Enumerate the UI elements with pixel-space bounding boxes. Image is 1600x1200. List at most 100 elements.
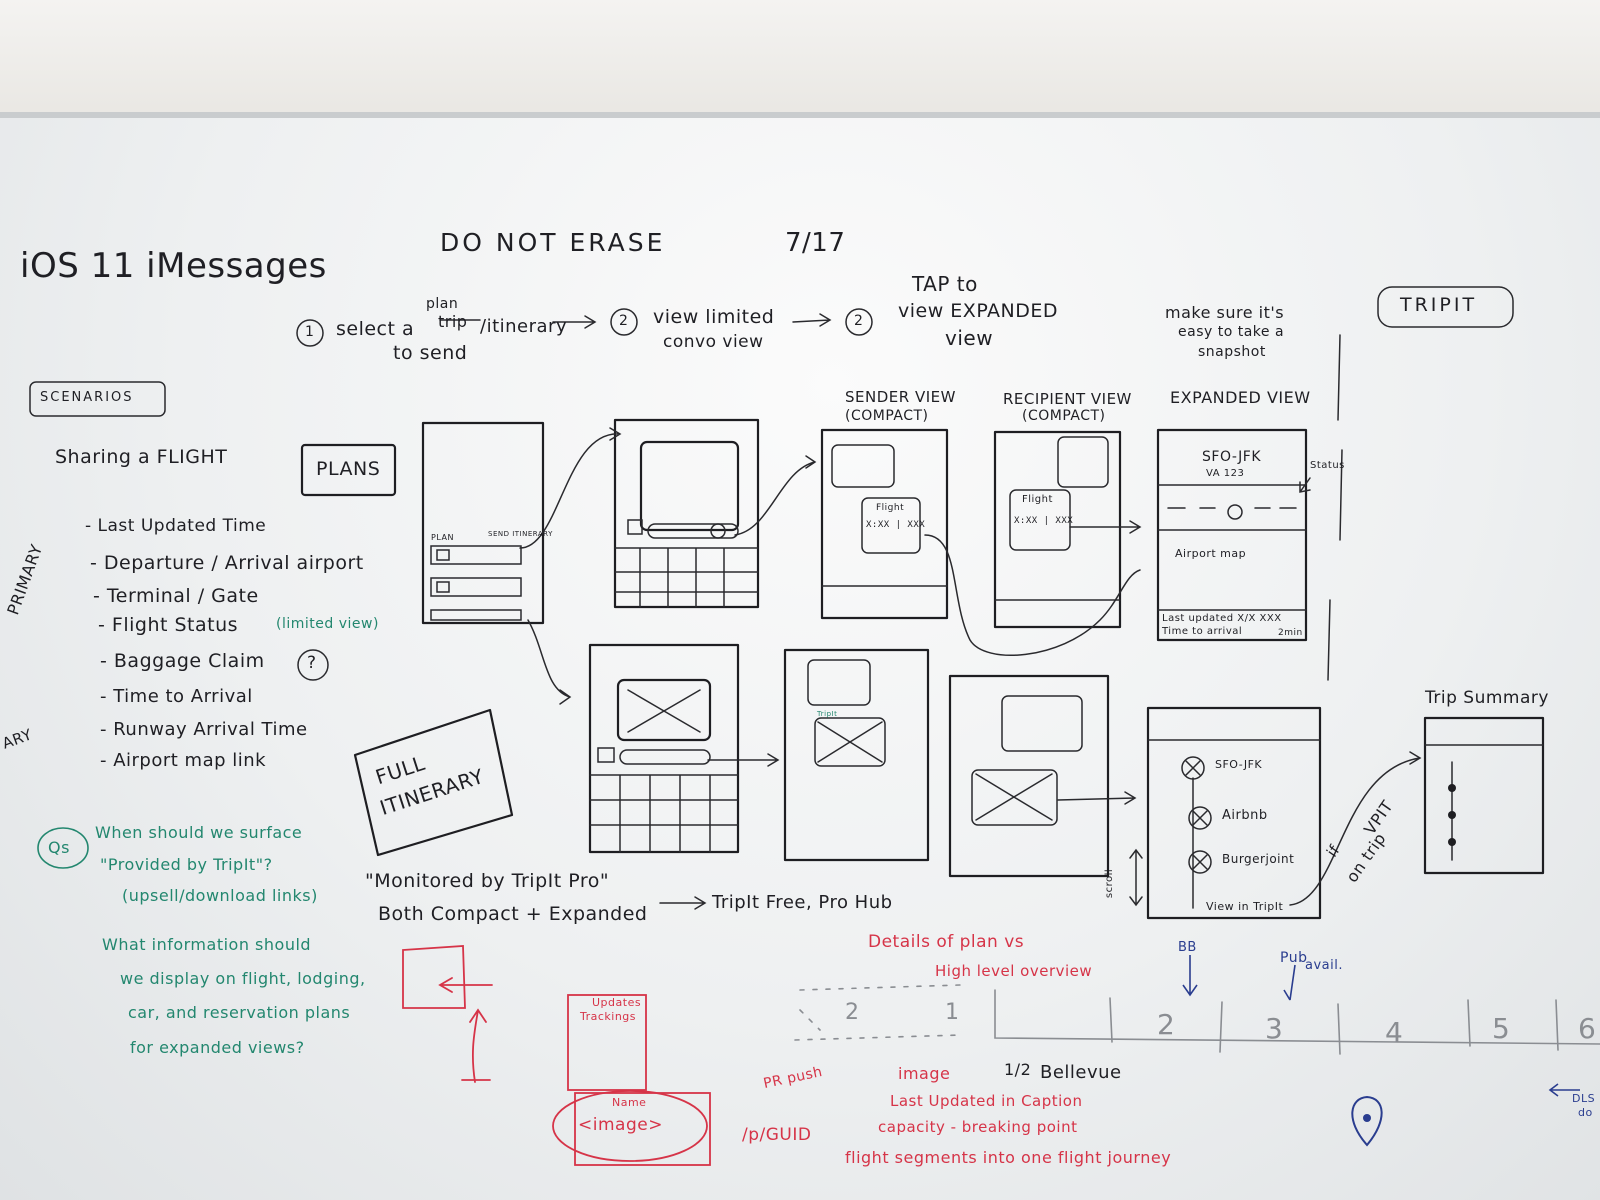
wf-list-item-2: Airbnb [1222,808,1268,823]
navy-arrows [1182,955,1580,1097]
step1-text: select a [336,318,415,340]
timeline-base [994,989,1600,1045]
step1-circle [296,319,324,347]
q1-line3: (upsell/download links) [122,886,318,905]
question-mark: ? [307,653,317,673]
scenario-item-8: - Airport map link [100,750,267,771]
plans-box [300,443,397,497]
timeline-num-4: 4 [1385,1016,1404,1049]
expanded-view-header: EXPANDED VIEW [1170,388,1311,407]
snapshot-note-2: easy to take a [1178,324,1285,340]
arrow-sender-to-expanded [924,534,1141,656]
red-capacity: capacity - breaking point [878,1118,1078,1136]
timeline-pub: Pub [1280,950,1308,966]
scenario-item-4: - Flight Status [98,614,239,636]
qs-label: Qs [48,838,70,857]
monitored-target: TripIt Free, Pro Hub [712,892,893,913]
q1-line1: When should we surface [95,823,303,842]
arrow-recipient-to-expanded [1069,520,1142,534]
wall-background [0,0,1600,118]
row1-recipient-compact-phone [993,430,1122,629]
scenario-item-2: - Departure / Arrival airport [90,552,364,574]
red-details-1: Details of plan vs [868,932,1025,952]
wf-send-label: SEND ITINERARY [488,530,553,538]
question-circle [297,649,329,681]
step2-line2: convo view [663,332,764,352]
snapshot-note-3: snapshot [1198,344,1266,360]
page-title: iOS 11 iMessages [20,246,327,286]
q2-line1: What information should [102,935,312,954]
wf-tripit-tag: TripIt [817,710,838,718]
scenario-item-7: - Runway Arrival Time [100,719,308,740]
wf-plan-label: PLAN [431,533,454,542]
step2-number: 2 [619,313,629,329]
row2-recipient-compact-phone [948,674,1110,878]
red-updates-box [567,994,647,1091]
wf-airport-map: Airport map [1175,547,1247,560]
trip-summary-phone [1423,716,1545,875]
full-itinerary-box [353,708,514,857]
date-label: 7/17 [785,228,846,258]
row1-sender-compact-phone [820,428,949,620]
wf-minutes: 2min [1278,628,1303,638]
timeline-ticks [1109,997,1559,1055]
recipient-view-header: RECIPIENT VIEW [1003,390,1132,408]
do-not-erase-label: DO NOT ERASE [440,228,666,257]
monitored-arrow [659,896,707,910]
scenario-item-5: - Baggage Claim [100,650,265,672]
step1-insert: plan [426,296,459,312]
red-flight-segments: flight segments into one flight journey [845,1148,1172,1167]
row1-limited-convo-phone [613,418,760,609]
plans-label: PLANS [316,458,381,480]
red-tracking: Trackings [580,1010,637,1023]
row2-sender-compact-phone [783,648,930,862]
arrow-plan-to-itinerary [527,619,572,705]
timeline-num-6: 6 [1578,1012,1597,1045]
step1-tail: /itinerary [480,316,568,337]
tripit-box [1377,286,1514,328]
step1-line2: to send [393,342,468,364]
wf-recipient-flight-values: X:XX | XXX [1014,516,1074,526]
step1-crossed-word: trip [438,312,468,331]
red-pguid: /p/GUID [742,1125,812,1145]
red-image-word: image [898,1064,951,1083]
wf-time-to-arrival: Time to arrival [1162,626,1243,637]
wf-recipient-flight: Flight [1022,494,1053,505]
step3-line3: view [945,326,994,350]
monitored-line1: "Monitored by TripIt Pro" [365,870,610,892]
flow-arrow-1 [552,315,597,329]
step3-number: 2 [854,313,864,329]
wf-status: Status [1310,460,1345,471]
step3-line1: TAP to [912,272,978,296]
whiteboard-surface [0,112,1600,1200]
arrow-convo-to-sender [734,455,817,536]
timeline-bb: BB [1178,940,1197,955]
scroll-arrow [1129,848,1143,907]
row1-select-plan-phone [421,421,545,625]
scenarios-label: SCENARIOS [40,390,134,405]
red-image-placeholder: <image> [578,1115,663,1135]
scenario-item-6: - Time to Arrival [100,686,253,707]
step3-line2: view EXPANDED [898,300,1059,322]
trip-summary-title: Trip Summary [1425,688,1549,708]
sender-view-sub: (COMPACT) [845,408,929,424]
red-image-box [574,1092,711,1166]
step3-circle [845,308,873,336]
timeline-dotted [794,984,961,1041]
q2-line2: we display on flight, lodging, [120,969,366,988]
flow-arrow-2 [792,313,832,327]
timeline-edge-2: do [1578,1106,1593,1119]
scenario-title: Sharing a FLIGHT [55,446,228,468]
qs-circle [37,827,89,869]
tripit-divider [1327,334,1343,681]
timeline-edge-1: DLS [1572,1092,1596,1105]
scenarios-box [29,381,166,417]
timeline-num-dotted-1: 1 [945,1000,960,1025]
q2-line3: car, and reservation plans [128,1003,351,1022]
step2-circle [610,308,638,336]
wf-list-item-3: Burgerjoint [1222,852,1295,866]
sender-view-header: SENDER VIEW [845,388,956,406]
row2-limited-convo-phone [588,643,740,854]
